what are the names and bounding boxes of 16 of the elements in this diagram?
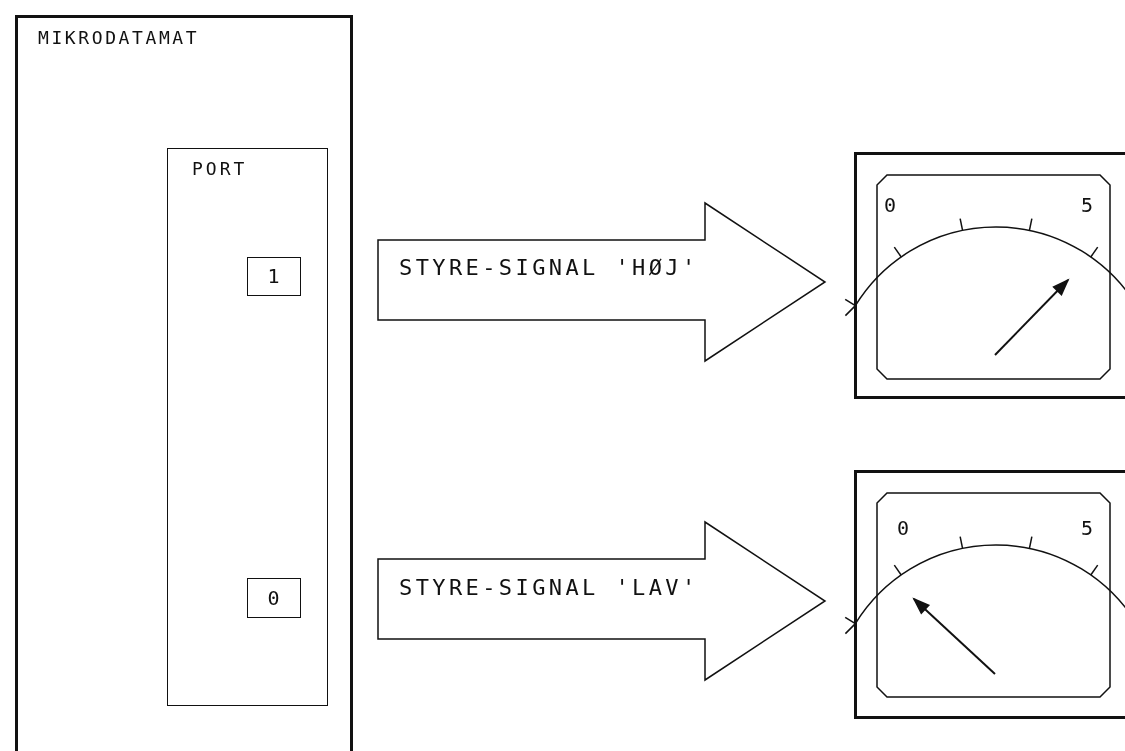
signal-arrow [377, 202, 827, 362]
box-label: PORT [192, 160, 248, 178]
scale-number: 0 [884, 195, 897, 215]
scale-number: 5 [1081, 518, 1094, 538]
port-box [167, 148, 328, 706]
signal-label: STYRE-SIGNAL 'LAV' [399, 577, 699, 599]
bit-box [246, 577, 301, 618]
bit-box [246, 256, 301, 296]
signal-arrow [377, 521, 827, 681]
bit-value: 1 [267, 266, 280, 286]
box-label: MIKRODATAMAT [38, 29, 200, 47]
scale-number: 0 [897, 518, 910, 538]
scale-number: 5 [1081, 195, 1094, 215]
signal-label: STYRE-SIGNAL 'HØJ' [399, 257, 699, 279]
computer-box [15, 15, 353, 751]
bit-value: 0 [267, 587, 280, 608]
